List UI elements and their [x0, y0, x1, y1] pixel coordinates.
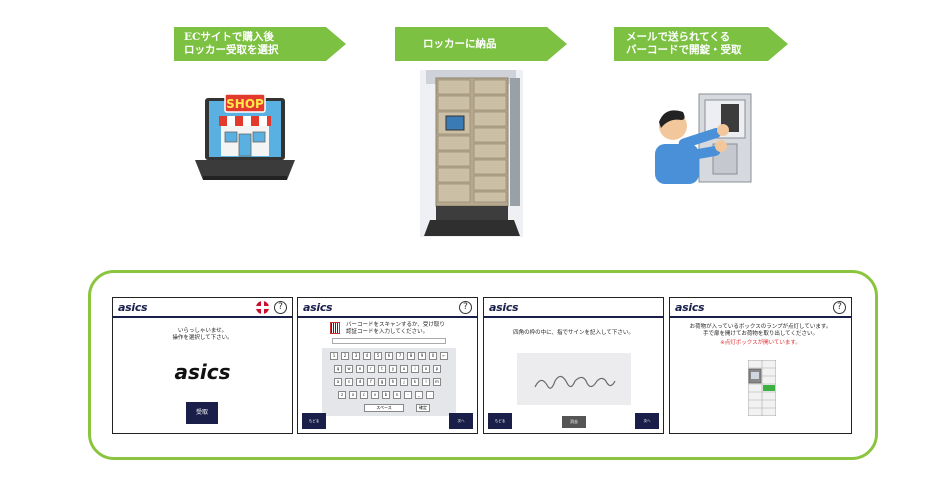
keyboard-key[interactable]: r [367, 365, 375, 373]
arrow-shape [395, 27, 567, 61]
uk-flag-icon[interactable] [256, 301, 269, 314]
keyboard-key[interactable]: p [433, 365, 441, 373]
next-button[interactable]: 次へ [635, 413, 659, 429]
receive-button[interactable]: 受取 [186, 402, 218, 424]
keyboard-key[interactable]: 6 [385, 352, 393, 360]
signature-pad[interactable] [517, 353, 631, 405]
asics-logo: asics [303, 301, 333, 314]
keyboard-key[interactable]: _ [415, 391, 423, 399]
step-2-banner: ロッカーに納品 [395, 27, 567, 61]
asics-logo: asics [118, 301, 148, 314]
keyboard-key[interactable]: 9 [418, 352, 426, 360]
person-opening-locker-icon [655, 93, 752, 184]
keyboard-key[interactable]: c [360, 391, 368, 399]
space-key[interactable]: スペース [364, 404, 404, 412]
shop-sign: SHOP [226, 97, 264, 111]
next-button[interactable]: 次へ [449, 413, 473, 429]
step-1-line2: ロッカー受取を選択 [184, 44, 279, 56]
keyboard-key[interactable]: u [400, 365, 408, 373]
keyboard-key[interactable]: i [411, 365, 419, 373]
scan-message-1: バーコードをスキャンするか、受け取り [346, 322, 445, 328]
signature-message: 四角の枠の中に、指でサインを記入して下さい。 [513, 330, 634, 336]
welcome-message-2: 操作を選択して下さい。 [172, 335, 233, 341]
keyboard-key[interactable]: 1 [330, 352, 338, 360]
arrow-shape [614, 27, 788, 61]
keyboard-key[interactable]: ← [440, 352, 448, 360]
pickup-message-1: お荷物が入っているボックスのランプが点灯しています。 [689, 324, 832, 330]
keyboard-key[interactable]: q [334, 365, 342, 373]
keyboard-key[interactable]: g [378, 378, 386, 386]
laptop-shop-icon: SHOP [195, 93, 295, 180]
enter-key[interactable]: 確定 [416, 404, 430, 412]
locker-photo [420, 70, 523, 237]
screen-header: asics ? [298, 298, 477, 318]
screen-header: asics [484, 298, 663, 318]
back-button[interactable]: もどる [302, 413, 326, 429]
signature-stroke [534, 375, 616, 389]
pickup-message-2: 手で扉を開けてお荷物を取り出してください。 [702, 331, 818, 337]
keyboard-key[interactable]: . [426, 391, 434, 399]
kiosk-screen-code-entry: asics ? バーコードをスキャンするか、受け取り 認証コードを入力してくださ… [297, 297, 478, 434]
keyboard-key[interactable]: 3 [352, 352, 360, 360]
keyboard-key[interactable]: k [411, 378, 419, 386]
keyboard-key[interactable]: n [393, 391, 401, 399]
scan-message-2: 認証コードを入力してください。 [346, 329, 429, 335]
keyboard-key[interactable]: o [422, 365, 430, 373]
clear-button[interactable]: 消去 [562, 416, 586, 428]
arrow-shape [174, 27, 346, 61]
keyboard-key[interactable]: d [356, 378, 364, 386]
kiosk-screen-signature: asics 四角の枠の中に、指でサインを記入して下さい。 消去 もどる 次へ [483, 297, 664, 434]
step-3-line2: バーコードで開錠・受取 [626, 44, 742, 56]
kiosk-screens-frame [88, 270, 878, 460]
keyboard-key[interactable]: z [338, 391, 346, 399]
keyboard-key[interactable]: 8 [407, 352, 415, 360]
screen-header: asics ? [670, 298, 851, 318]
keyboard-key[interactable]: h [389, 378, 397, 386]
keyboard-key[interactable]: e [356, 365, 364, 373]
kiosk-screen-welcome: asics ? いらっしゃいませ。 操作を選択して下さい。 asics 受取 [112, 297, 293, 434]
keyboard-key[interactable]: v [371, 391, 379, 399]
asics-logo: asics [489, 301, 519, 314]
kiosk-screen-pickup: asics ? お荷物が入っているボックスのランプが点灯しています。 手で扉を開… [669, 297, 852, 434]
keyboard-key[interactable]: 7 [396, 352, 404, 360]
keyboard-key[interactable]: l [422, 378, 430, 386]
asics-logo: asics [675, 301, 705, 314]
keyboard-key[interactable]: 5 [374, 352, 382, 360]
step-1-banner: ECサイトで購入後 ロッカー受取を選択 [174, 27, 346, 61]
code-input[interactable] [332, 338, 446, 344]
locker-diagram-icon [748, 360, 776, 416]
keyboard-key[interactable]: m [433, 378, 441, 386]
keyboard-key[interactable]: j [400, 378, 408, 386]
help-icon[interactable]: ? [274, 301, 287, 314]
keyboard-key[interactable]: x [349, 391, 357, 399]
help-icon[interactable]: ? [833, 301, 846, 314]
welcome-message-1: いらっしゃいませ。 [177, 328, 228, 334]
keyboard-key[interactable]: 2 [341, 352, 349, 360]
step-1-line1: ECサイトで購入後 [184, 31, 274, 43]
help-icon[interactable]: ? [459, 301, 472, 314]
step-2-line1: ロッカーに納品 [423, 37, 497, 50]
keyboard-key[interactable]: s [345, 378, 353, 386]
asics-brand-logo: asics [174, 360, 231, 384]
barcode-icon [330, 322, 340, 334]
pickup-notice: ※点灯ボックスが開いています。 [720, 340, 801, 346]
step-3-line1: メールで送られてくる [626, 31, 731, 43]
keyboard-key[interactable]: w [345, 365, 353, 373]
keyboard-key[interactable]: - [404, 391, 412, 399]
keyboard-key[interactable]: f [367, 378, 375, 386]
keyboard-key[interactable]: y [389, 365, 397, 373]
step-3-banner: メールで送られてくる バーコードで開錠・受取 [614, 27, 788, 61]
back-button[interactable]: もどる [488, 413, 512, 429]
screen-header: asics ? [113, 298, 292, 318]
keyboard-key[interactable]: 4 [363, 352, 371, 360]
keyboard-key[interactable]: a [334, 378, 342, 386]
keyboard-key[interactable]: 0 [429, 352, 437, 360]
keyboard-key[interactable]: t [378, 365, 386, 373]
keyboard-key[interactable]: b [382, 391, 390, 399]
